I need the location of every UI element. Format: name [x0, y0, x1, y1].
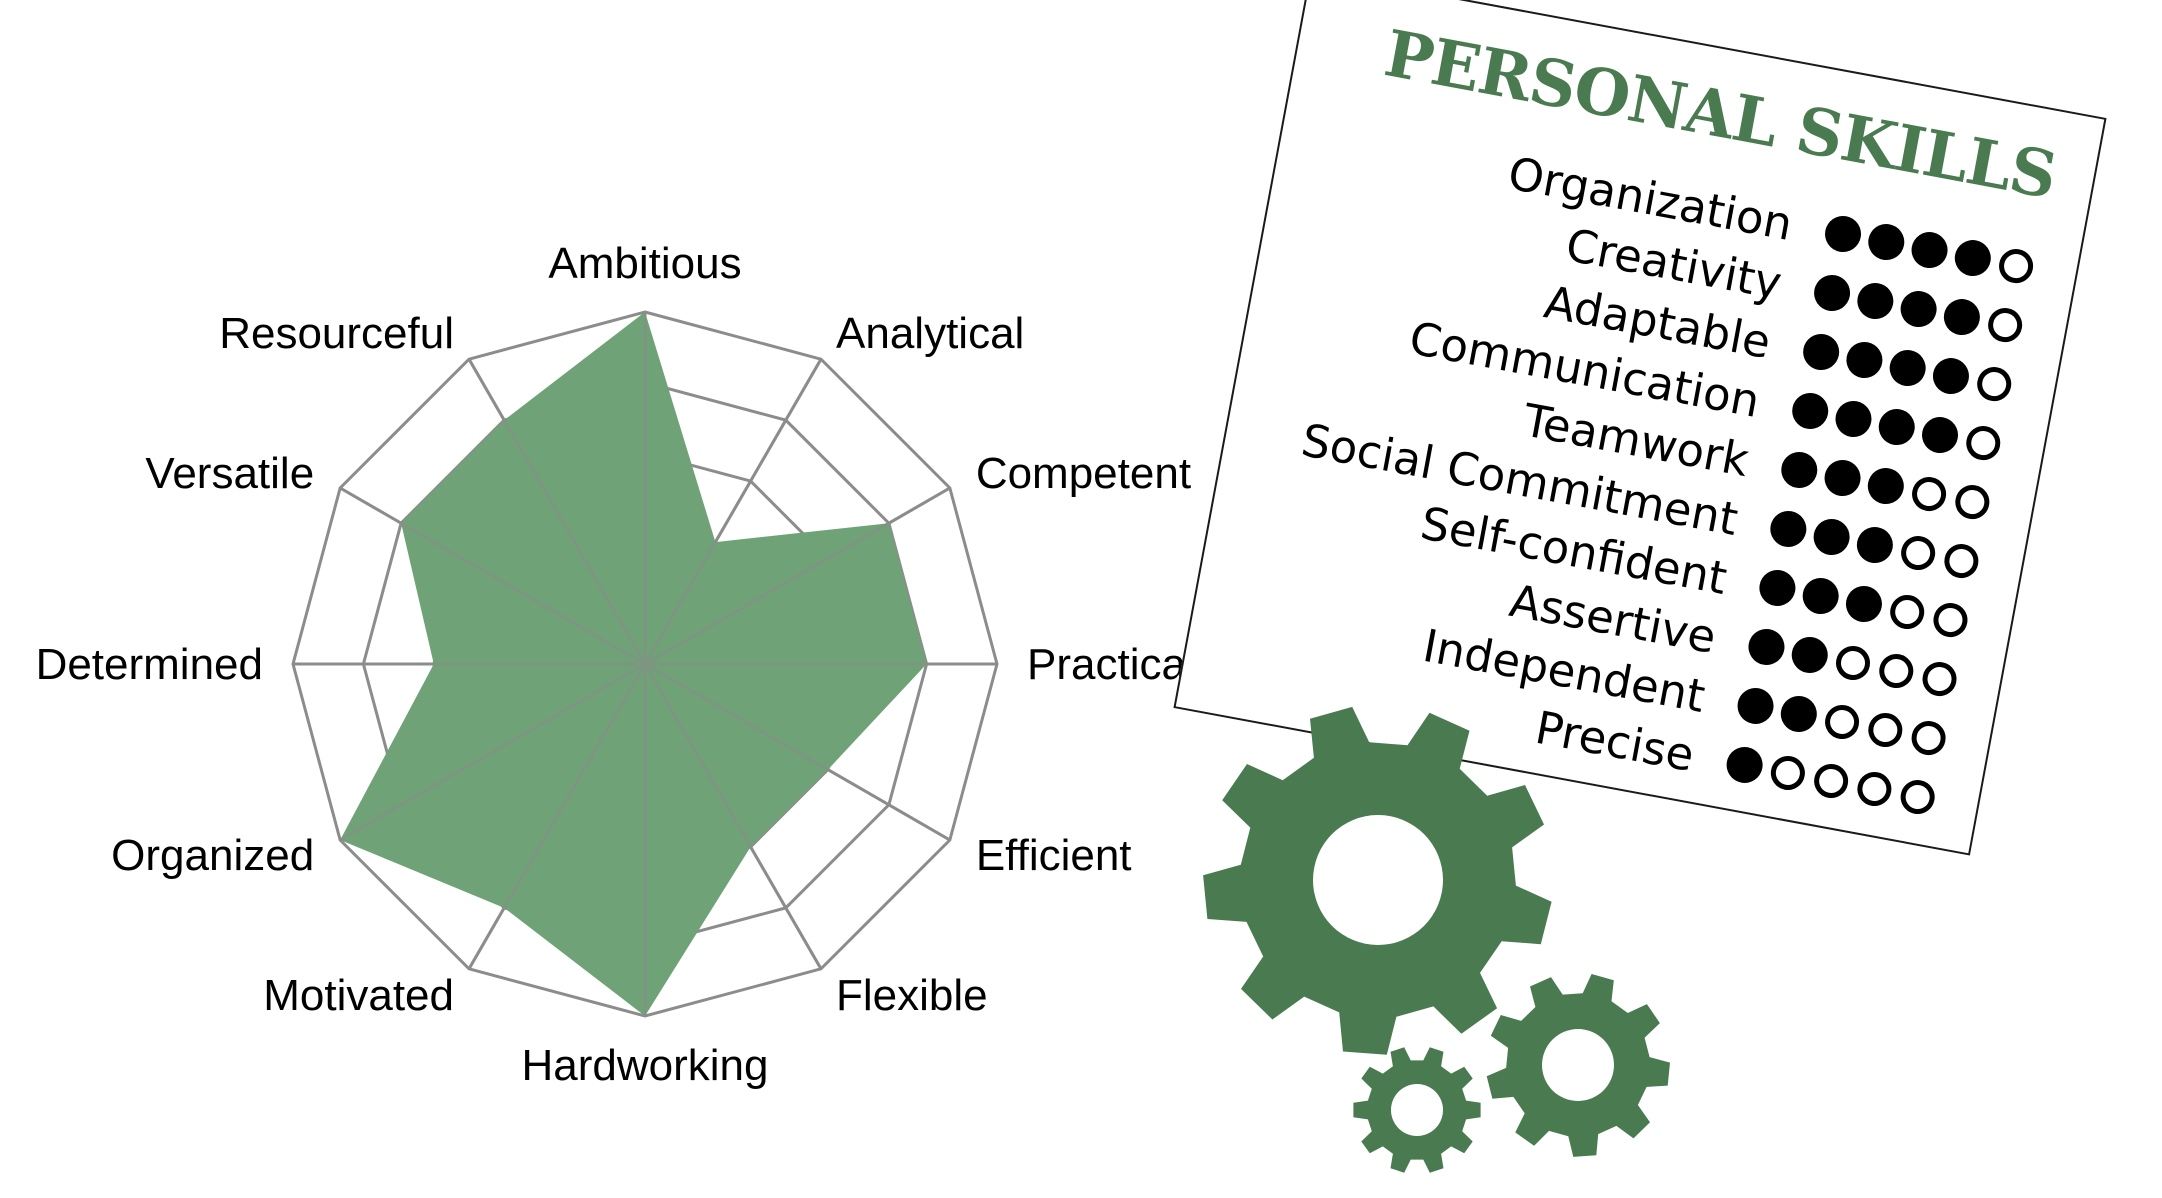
- axis-spoke: [644, 662, 951, 842]
- axis-spoke: [643, 663, 823, 970]
- axis-label-organized: Organized: [111, 831, 314, 880]
- axis-label-practical: Practical: [1027, 640, 1196, 689]
- axis-spoke: [467, 663, 647, 970]
- axis-label-resourceful: Resourceful: [219, 309, 454, 358]
- axis-spoke: [644, 486, 951, 666]
- axis-label-hardworking: Hardworking: [522, 1041, 769, 1090]
- small-gear-icon: [1353, 1047, 1481, 1173]
- large-gear-icon: [1203, 706, 1552, 1055]
- axis-spoke: [467, 358, 647, 665]
- axis-label-ambitious: Ambitious: [548, 239, 741, 288]
- radar-chart: AmbitiousAnalyticalCompetentPracticalEff…: [36, 239, 1196, 1090]
- axis-label-motivated: Motivated: [263, 971, 454, 1020]
- axis-label-competent: Competent: [976, 449, 1191, 498]
- radar-spokes: [293, 312, 997, 1016]
- axis-labels: AmbitiousAnalyticalCompetentPracticalEff…: [36, 239, 1196, 1090]
- axis-spoke: [339, 486, 646, 666]
- axis-label-analytical: Analytical: [836, 309, 1024, 358]
- medium-gear-icon: [1486, 974, 1670, 1157]
- axis-spoke: [339, 662, 646, 842]
- axis-label-efficient: Efficient: [976, 831, 1132, 880]
- axis-label-determined: Determined: [36, 640, 263, 689]
- axis-spoke: [643, 358, 823, 665]
- axis-label-flexible: Flexible: [836, 971, 988, 1020]
- axis-label-versatile: Versatile: [145, 449, 314, 498]
